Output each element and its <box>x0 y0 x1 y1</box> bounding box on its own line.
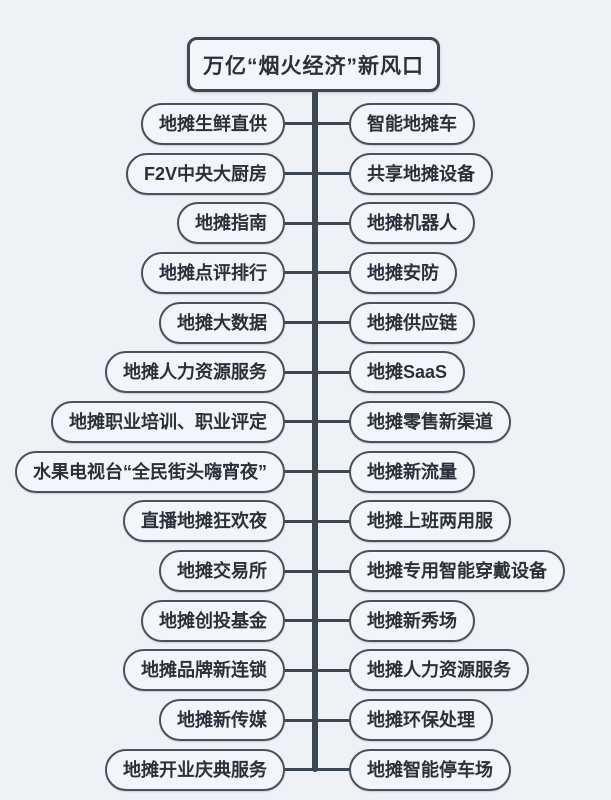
branch-row: 地摊开业庆典服务 地摊智能停车场 <box>0 745 611 795</box>
right-node: 地摊安防 <box>349 251 457 294</box>
branch-row: 地摊指南 地摊机器人 <box>0 198 611 248</box>
left-branch-cell: 地摊人力资源服务 <box>0 351 285 394</box>
branch-row: 直播地摊狂欢夜 地摊上班两用服 <box>0 497 611 547</box>
branch-row: 地摊大数据 地摊供应链 <box>0 298 611 348</box>
left-node: F2V中央大厨房 <box>125 152 285 195</box>
branch-row: 地摊人力资源服务 地摊SaaS <box>0 347 611 397</box>
left-node: 地摊人力资源服务 <box>105 351 285 394</box>
right-node: 智能地摊车 <box>349 102 475 145</box>
right-node: 共享地摊设备 <box>349 152 493 195</box>
right-node: 地摊SaaS <box>349 351 466 394</box>
left-branch-cell: 地摊大数据 <box>0 301 285 344</box>
left-node: 地摊创投基金 <box>141 599 285 642</box>
left-branch-cell: 地摊职业培训、职业评定 <box>0 400 285 443</box>
right-branch-cell: 地摊智能停车场 <box>349 748 611 791</box>
left-node: 水果电视台“全民街头嗨宵夜” <box>15 450 285 493</box>
branch-row: 地摊新传媒 地摊环保处理 <box>0 695 611 745</box>
branch-row: 水果电视台“全民街头嗨宵夜” 地摊新流量 <box>0 447 611 497</box>
branch-row: F2V中央大厨房 共享地摊设备 <box>0 149 611 199</box>
left-node: 地摊生鲜直供 <box>141 102 285 145</box>
branch-row: 地摊生鲜直供 智能地摊车 <box>0 99 611 149</box>
left-node: 地摊指南 <box>177 202 285 245</box>
left-node: 直播地摊狂欢夜 <box>123 500 285 543</box>
right-branch-cell: 地摊供应链 <box>349 301 611 344</box>
branch-row: 地摊品牌新连锁 地摊人力资源服务 <box>0 646 611 696</box>
left-branch-cell: 水果电视台“全民街头嗨宵夜” <box>0 450 285 493</box>
right-branch-cell: 地摊上班两用服 <box>349 500 611 543</box>
right-branch-cell: 地摊零售新渠道 <box>349 400 611 443</box>
left-branch-cell: 直播地摊狂欢夜 <box>0 500 285 543</box>
right-node: 地摊新秀场 <box>349 599 475 642</box>
right-node: 地摊专用智能穿戴设备 <box>349 550 565 593</box>
right-node: 地摊新流量 <box>349 450 475 493</box>
left-branch-cell: 地摊开业庆典服务 <box>0 748 285 791</box>
left-node: 地摊品牌新连锁 <box>123 649 285 692</box>
left-branch-cell: 地摊点评排行 <box>0 251 285 294</box>
right-branch-cell: 地摊新秀场 <box>349 599 611 642</box>
left-node: 地摊职业培训、职业评定 <box>51 400 285 443</box>
left-node: 地摊新传媒 <box>159 699 285 742</box>
left-branch-cell: 地摊生鲜直供 <box>0 102 285 145</box>
right-branch-cell: 地摊新流量 <box>349 450 611 493</box>
spine-line <box>312 90 318 772</box>
right-branch-cell: 地摊SaaS <box>349 351 611 394</box>
right-node: 地摊人力资源服务 <box>349 649 529 692</box>
branch-row: 地摊创投基金 地摊新秀场 <box>0 596 611 646</box>
left-branch-cell: 地摊品牌新连锁 <box>0 649 285 692</box>
left-branch-cell: 地摊创投基金 <box>0 599 285 642</box>
root-node: 万亿“烟火经济”新风口 <box>187 37 440 92</box>
right-branch-cell: 地摊专用智能穿戴设备 <box>349 550 611 593</box>
left-node: 地摊大数据 <box>159 301 285 344</box>
left-node: 地摊点评排行 <box>141 251 285 294</box>
branch-row: 地摊职业培训、职业评定 地摊零售新渠道 <box>0 397 611 447</box>
right-node: 地摊环保处理 <box>349 699 493 742</box>
left-branch-cell: 地摊新传媒 <box>0 699 285 742</box>
right-branch-cell: 共享地摊设备 <box>349 152 611 195</box>
right-node: 地摊供应链 <box>349 301 475 344</box>
branch-row: 地摊点评排行 地摊安防 <box>0 248 611 298</box>
right-node: 地摊零售新渠道 <box>349 400 511 443</box>
right-branch-cell: 地摊环保处理 <box>349 699 611 742</box>
left-branch-cell: 地摊交易所 <box>0 550 285 593</box>
right-node: 地摊上班两用服 <box>349 500 511 543</box>
right-branch-cell: 地摊机器人 <box>349 202 611 245</box>
left-node: 地摊交易所 <box>159 550 285 593</box>
left-branch-cell: 地摊指南 <box>0 202 285 245</box>
right-node: 地摊智能停车场 <box>349 748 511 791</box>
left-node: 地摊开业庆典服务 <box>105 748 285 791</box>
left-branch-cell: F2V中央大厨房 <box>0 152 285 195</box>
right-branch-cell: 智能地摊车 <box>349 102 611 145</box>
right-branch-cell: 地摊人力资源服务 <box>349 649 611 692</box>
right-node: 地摊机器人 <box>349 202 475 245</box>
root-node-title: 万亿“烟火经济”新风口 <box>203 54 424 78</box>
right-branch-cell: 地摊安防 <box>349 251 611 294</box>
branch-row: 地摊交易所 地摊专用智能穿戴设备 <box>0 546 611 596</box>
